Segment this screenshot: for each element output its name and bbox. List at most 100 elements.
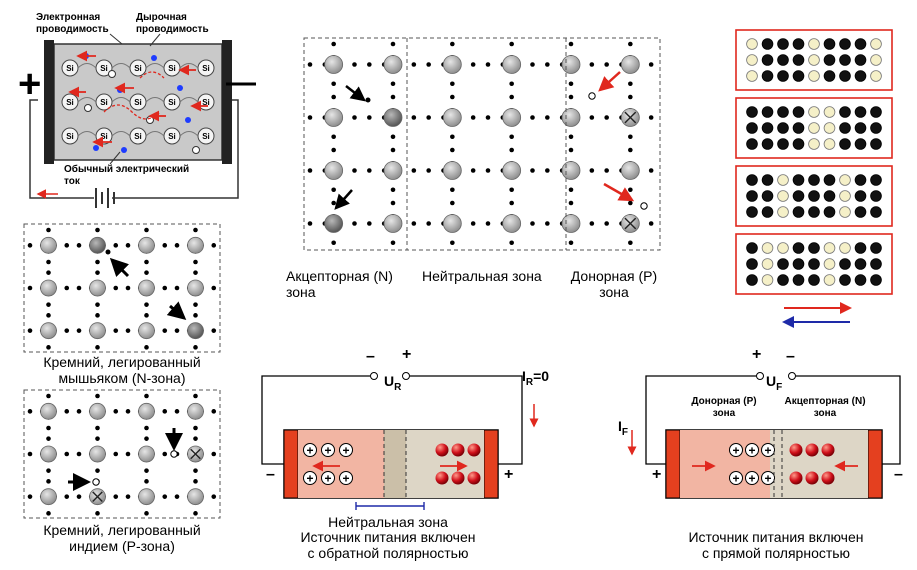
atom <box>40 402 57 420</box>
free-electron <box>93 145 99 151</box>
atom <box>89 279 106 297</box>
diode-electrode-right <box>483 429 499 499</box>
electron-bead <box>808 174 820 186</box>
electron-dot <box>95 313 100 318</box>
atom <box>383 161 403 180</box>
electron-bead <box>777 38 789 50</box>
electron-bead <box>823 190 836 202</box>
red-arrow <box>603 182 635 202</box>
donor-zone-label: Донорная (P) зона <box>570 268 658 301</box>
hole-bead <box>870 54 882 66</box>
si-atom-symbol: Si <box>100 98 108 107</box>
electron-dot <box>76 451 82 457</box>
electron-bead <box>761 174 774 186</box>
hole-bead <box>808 38 820 50</box>
hole-bead <box>808 138 820 150</box>
hole-conduction-label: Дырочная проводимость <box>136 12 209 35</box>
impurity-cross <box>624 111 637 124</box>
hole-charge <box>745 471 759 485</box>
electron-dot <box>390 240 396 246</box>
electron-dot <box>64 451 70 457</box>
free-electron <box>177 85 183 91</box>
electron-bead <box>746 190 758 202</box>
hole-bead <box>777 242 789 254</box>
forward-donor-label: Донорная (P) зона <box>691 396 757 419</box>
electron-dot <box>628 134 633 140</box>
hole-bead <box>746 70 758 82</box>
electron-bead <box>746 122 758 134</box>
electron-bead <box>854 206 867 218</box>
forward-bias-circuit: ++++++ <box>627 372 901 499</box>
electron-charge <box>821 443 835 457</box>
lattice-pn-junction <box>303 37 661 251</box>
electron-charge <box>435 443 449 457</box>
electron-dot <box>27 328 33 333</box>
electron-dot <box>144 468 149 473</box>
atom <box>187 279 204 297</box>
electron-dot <box>144 259 149 265</box>
free-electron <box>151 55 157 61</box>
electron-dot <box>367 168 372 173</box>
reverse-left-sign: – <box>266 466 275 483</box>
electron-dot <box>628 147 633 153</box>
electron-charge <box>789 443 803 457</box>
hole-bead <box>777 190 789 202</box>
hole-bead <box>823 274 836 286</box>
lattice-p-zone <box>23 389 221 519</box>
electron-bead <box>761 70 774 82</box>
electron-dot <box>76 328 82 333</box>
electron-dot <box>450 94 455 100</box>
p-region <box>298 430 384 498</box>
hole-bead <box>823 242 836 254</box>
electron-dot <box>568 41 574 47</box>
atom <box>561 161 581 180</box>
electron-dot <box>46 511 51 516</box>
electron-dot <box>604 168 609 173</box>
electron-dot <box>545 62 550 67</box>
electron-dot <box>568 240 574 246</box>
electron-dot <box>174 243 180 248</box>
electron-bead <box>777 138 789 150</box>
electron-charge <box>805 471 819 485</box>
electron-dot <box>589 168 595 173</box>
electron-dot <box>331 147 336 153</box>
electron-bead <box>746 174 758 186</box>
electron-bead <box>854 138 867 150</box>
hole <box>170 450 178 458</box>
electron-dot <box>390 200 396 206</box>
hole <box>588 92 596 100</box>
electron-dot <box>46 393 51 399</box>
electron-bead <box>839 138 851 150</box>
si-atom-symbol: Si <box>100 64 108 73</box>
atom <box>383 55 403 74</box>
hole <box>84 104 92 112</box>
electron-bead <box>870 174 882 186</box>
plus-symbol: + <box>324 472 331 486</box>
electron-dot <box>95 270 100 275</box>
electron-dot <box>426 221 431 226</box>
electron-charge <box>467 471 481 485</box>
p-zone-caption: Кремний, легированный индием (P-зона) <box>43 522 201 555</box>
electron-dot <box>64 285 70 291</box>
electron-dot <box>46 425 51 431</box>
bond <box>77 97 97 103</box>
n-region <box>406 430 484 498</box>
electron-dot <box>113 285 119 291</box>
electron-bead <box>761 138 774 150</box>
electron-dot <box>46 227 51 233</box>
electron-dot <box>509 147 514 153</box>
electron-dot <box>76 494 82 499</box>
electron-dot <box>390 81 396 87</box>
electron-dot <box>509 41 514 47</box>
electron-dot <box>95 511 100 516</box>
electron-dot <box>485 221 491 226</box>
electron-bead <box>777 122 789 134</box>
electron-bead <box>792 106 805 118</box>
electron-bead <box>808 190 820 202</box>
electron-dot <box>648 115 654 120</box>
electron-bead <box>839 70 851 82</box>
atom <box>138 279 155 297</box>
atom <box>561 214 581 233</box>
electron-bead <box>792 242 805 254</box>
electron-dot <box>604 221 609 226</box>
